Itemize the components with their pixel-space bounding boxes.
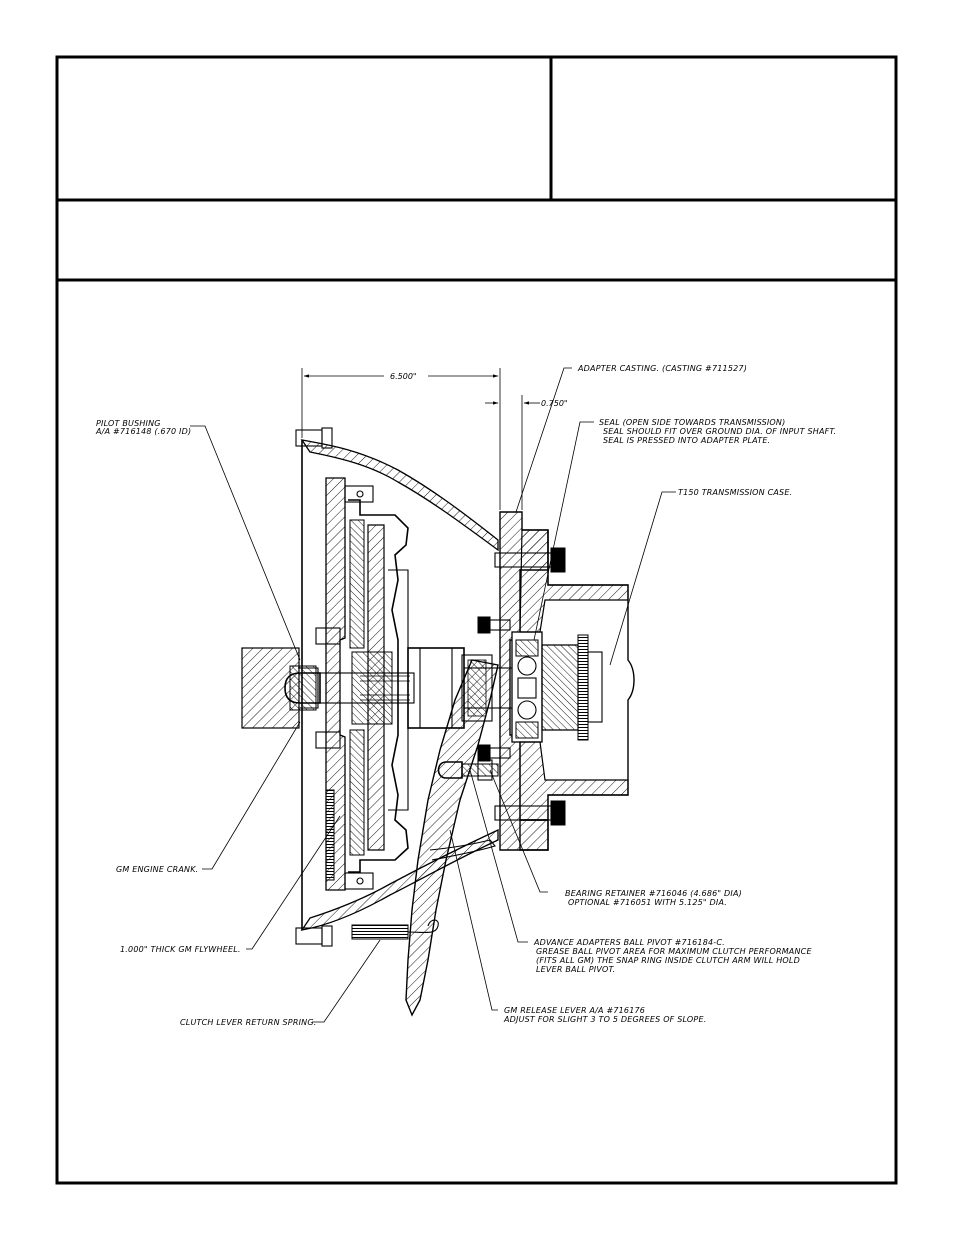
callout-text: GM RELEASE LEVER A/A #716176 (504, 1006, 645, 1015)
dimension-overall: 6.500" (301, 368, 501, 510)
callout-engine-crank: GM ENGINE CRANK. (116, 865, 198, 874)
pilot-bushing (284, 665, 321, 711)
callout-text: SEAL SHOULD FIT OVER GROUND DIA. OF INPU… (603, 427, 836, 436)
callout-text: GM ENGINE CRANK. (116, 865, 198, 874)
callout-text: CLUTCH LEVER RETURN SPRING. (180, 1018, 316, 1027)
dimension-adapter-text: 0.750" (541, 399, 568, 408)
callout-text: ADAPTER CASTING. (CASTING #711527) (577, 364, 747, 373)
leader-lines (190, 367, 676, 1023)
callout-release-lever: GM RELEASE LEVER A/A #716176 ADJUST FOR … (503, 1006, 706, 1024)
callout-text: ADJUST FOR SLIGHT 3 TO 5 DEGREES OF SLOP… (503, 1015, 706, 1024)
dimension-adapter: 0.750" (485, 395, 568, 510)
callout-text: T150 TRANSMISSION CASE. (678, 488, 792, 497)
callout-text: A/A #716148 (.670 ID) (95, 427, 191, 436)
callout-return-spring: CLUTCH LEVER RETURN SPRING. (180, 1018, 316, 1027)
flywheel (315, 477, 346, 891)
adapter-casting (477, 511, 566, 851)
callout-text: 1.000" THICK GM FLYWHEEL. (120, 945, 241, 954)
dimension-overall-text: 6.500" (390, 372, 417, 381)
callout-ball-pivot: ADVANCE ADAPTERS BALL PIVOT #716184-C. G… (533, 938, 812, 974)
callout-text: BEARING RETAINER #716046 (4.686" DIA) (565, 889, 742, 898)
callout-seal: SEAL (OPEN SIDE TOWARDS TRANSMISSION) SE… (599, 418, 836, 445)
return-spring (351, 919, 439, 940)
callout-bearing-retainer: BEARING RETAINER #716046 (4.686" DIA) OP… (565, 889, 742, 907)
callout-text: GREASE BALL PIVOT AREA FOR MAXIMUM CLUTC… (536, 947, 812, 956)
bellhousing (295, 427, 499, 947)
callout-text: PILOT BUSHING (96, 419, 161, 428)
callout-adapter-casting: ADAPTER CASTING. (CASTING #711527) (577, 364, 747, 373)
callout-flywheel: 1.000" THICK GM FLYWHEEL. (120, 945, 241, 954)
bearing-retainer (511, 631, 543, 743)
callout-text: LEVER BALL PIVOT. (536, 965, 615, 974)
callout-text: (FITS ALL GM) THE SNAP RING INSIDE CLUTC… (536, 956, 800, 965)
clutch-assembly (344, 485, 409, 890)
callout-pilot-bushing: PILOT BUSHING A/A #716148 (.670 ID) (95, 419, 191, 436)
transmission-case (519, 529, 635, 851)
callout-transmission-case: T150 TRANSMISSION CASE. (678, 488, 792, 497)
callout-text: OPTIONAL #716051 WITH 5.125" DIA. (568, 898, 727, 907)
callout-text: ADVANCE ADAPTERS BALL PIVOT #716184-C. (533, 938, 725, 947)
title-block (55, 55, 898, 1185)
release-lever (405, 654, 499, 1017)
callout-text: SEAL (OPEN SIDE TOWARDS TRANSMISSION) (599, 418, 785, 427)
callout-text: SEAL IS PRESSED INTO ADAPTER PLATE. (603, 436, 770, 445)
